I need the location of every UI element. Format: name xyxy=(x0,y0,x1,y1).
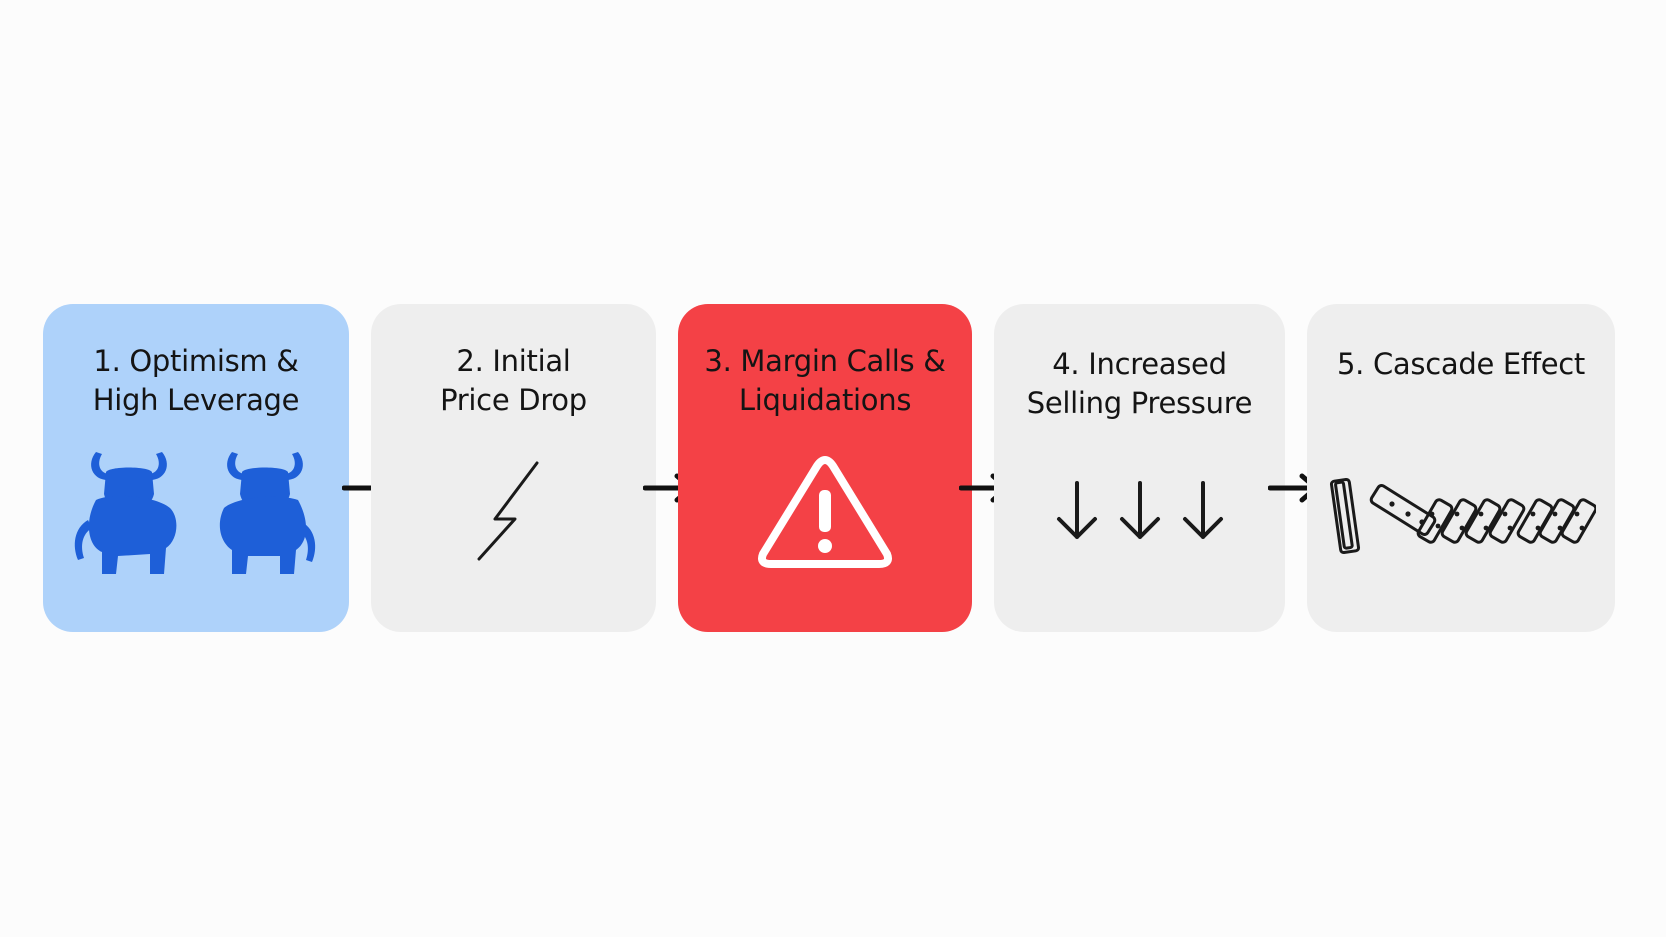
step-title: 2. Initial Price Drop xyxy=(440,344,587,417)
down-arrow-icon xyxy=(1119,481,1160,539)
step-card-cascade-effect: 5. Cascade Effect xyxy=(1307,304,1615,632)
warning-triangle-icon xyxy=(758,456,892,568)
lightning-bolt-icon xyxy=(477,461,538,561)
step-title: 4. Increased Selling Pressure xyxy=(1026,347,1253,420)
falling-dominoes-icon xyxy=(1329,477,1596,555)
step-title: 5. Cascade Effect xyxy=(1337,347,1585,381)
step-card-optimism-high-leverage: 1. Optimism & High Leverage xyxy=(43,304,349,632)
step-title: 3. Margin Calls & Liquidations xyxy=(704,344,946,417)
bull-icon xyxy=(74,452,177,574)
step-card-margin-calls-liquidations: 3. Margin Calls & Liquidations xyxy=(678,304,972,632)
down-arrows-group xyxy=(994,442,1285,582)
step-title: 1. Optimism & High Leverage xyxy=(92,344,300,417)
step-card-increased-selling-pressure: 4. Increased Selling Pressure xyxy=(994,304,1285,632)
bulls-illustration xyxy=(43,442,349,582)
bull-icon xyxy=(219,452,316,574)
step-card-initial-price-drop: 2. Initial Price Drop xyxy=(371,304,656,632)
down-arrow-icon xyxy=(1182,481,1223,539)
down-arrow-icon xyxy=(1056,481,1097,539)
